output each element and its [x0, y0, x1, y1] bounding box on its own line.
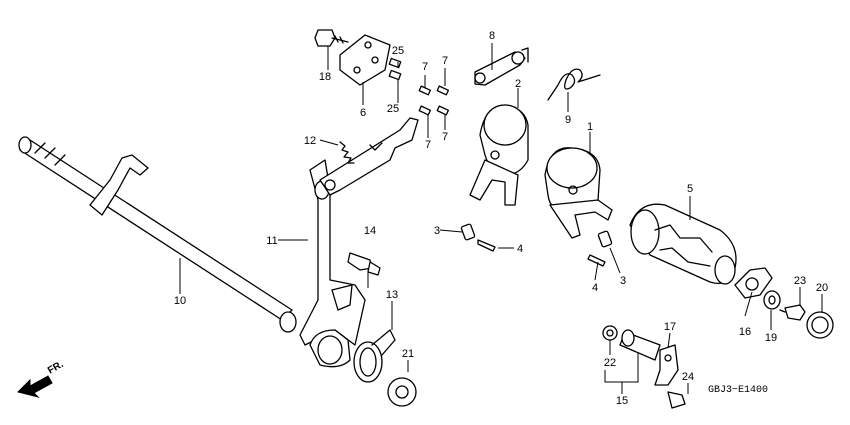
- callout-17: 17: [664, 321, 676, 333]
- fork-pin-right: [597, 230, 613, 248]
- shift-drum: [629, 203, 737, 285]
- callout-6: 6: [360, 107, 366, 119]
- front-direction-indicator: FR.: [17, 359, 66, 398]
- pivot-bolt: [347, 252, 381, 276]
- callout-3b: 3: [620, 275, 626, 287]
- callout-22: 22: [604, 357, 616, 369]
- washer-22: [602, 325, 618, 341]
- gearshift-spindle: [18, 136, 297, 333]
- shift-pins: [418, 85, 450, 116]
- callout-15: 15: [616, 395, 628, 407]
- callout-7c: 7: [442, 131, 448, 143]
- callout-2: 2: [515, 78, 521, 90]
- callout-10: 10: [174, 295, 186, 307]
- front-arrow-icon: [17, 375, 53, 398]
- callout-7b: 7: [442, 55, 448, 67]
- lever-plate: [654, 344, 679, 386]
- return-spring-small: [339, 141, 355, 164]
- bolt-24: [667, 391, 686, 409]
- callout-25b: 25: [387, 103, 399, 115]
- callout-5: 5: [687, 183, 693, 195]
- callout-18: 18: [319, 71, 331, 83]
- drum-center-plate: [734, 267, 773, 299]
- gearshift-arm: [299, 159, 366, 368]
- collar-21: [387, 377, 417, 407]
- callout-12: 12: [304, 135, 316, 147]
- callout-16: 16: [739, 326, 751, 338]
- dowel-pins: [388, 57, 402, 81]
- bolt-23: [779, 304, 806, 321]
- callout-20: 20: [816, 282, 828, 294]
- callout-24: 24: [682, 371, 694, 383]
- callout-labels: 1 2 3 3 4 4 5 6 7 7 7 7 8 9 10 11 12 13 …: [174, 30, 828, 407]
- callout-7a: 7: [422, 61, 428, 73]
- stopper-spring: [547, 68, 601, 101]
- leader-lines: [179, 43, 823, 394]
- callout-21: 21: [402, 348, 414, 360]
- diagram-code: GBJ3−E1400: [708, 385, 768, 396]
- bolt-18: [314, 29, 349, 47]
- callout-4b: 4: [592, 282, 598, 294]
- shift-fork-right: [544, 147, 613, 239]
- stopper-plate: [339, 34, 391, 86]
- callout-7d: 7: [425, 139, 431, 151]
- cap-20: [806, 311, 834, 339]
- fork-pin-left: [460, 223, 476, 241]
- fork-clip-left: [477, 239, 496, 252]
- callout-3a: 3: [434, 225, 440, 237]
- stopper-arm: [319, 117, 419, 196]
- stopper-shaft: [619, 329, 661, 361]
- callout-8: 8: [489, 30, 495, 42]
- shift-fork-left: [469, 104, 529, 206]
- front-direction-label: FR.: [46, 359, 66, 377]
- callout-1: 1: [587, 121, 593, 133]
- callout-11: 11: [266, 235, 277, 247]
- fork-clip-right: [587, 254, 606, 267]
- callout-23: 23: [794, 275, 806, 287]
- callout-14: 14: [364, 225, 376, 237]
- callout-25a: 25: [392, 45, 404, 57]
- callout-19: 19: [765, 332, 777, 344]
- drum-stopper-lever: [474, 47, 529, 86]
- callout-13: 13: [386, 289, 398, 301]
- callout-9: 9: [565, 114, 571, 126]
- washer-19: [763, 290, 781, 310]
- callout-4a: 4: [517, 243, 523, 255]
- return-spring: [353, 329, 396, 383]
